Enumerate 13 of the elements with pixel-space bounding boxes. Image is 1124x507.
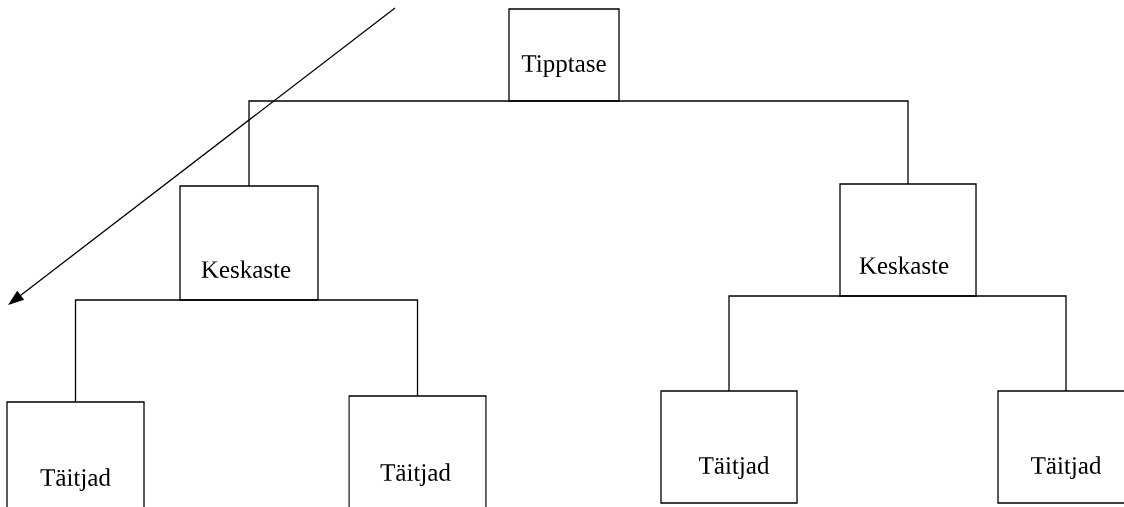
box: Keskaste — [839, 183, 977, 297]
box: Täitjad — [6, 401, 145, 507]
connector-line — [248, 100, 565, 187]
connector-line — [74, 299, 250, 403]
box: Tipptase — [508, 8, 620, 102]
box: Täitjad — [997, 390, 1124, 504]
box: Täitjad — [660, 390, 798, 504]
box: Täitjad — [348, 395, 487, 507]
connector-line — [563, 100, 909, 185]
connector-line — [907, 295, 1067, 392]
box: Keskaste — [179, 185, 319, 301]
connector-line — [728, 295, 909, 392]
connector-line — [248, 299, 419, 397]
